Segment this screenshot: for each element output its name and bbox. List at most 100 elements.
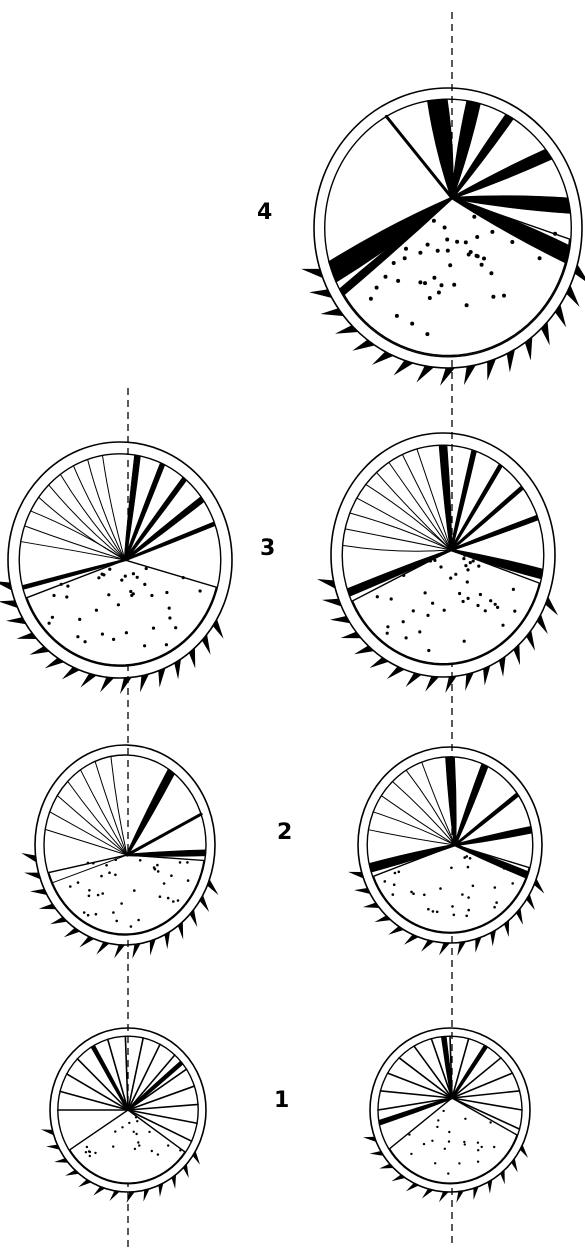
stipple-dot	[412, 609, 415, 612]
stipple-dot	[137, 1141, 139, 1143]
stipple-dot	[65, 595, 68, 598]
cleavage-band	[127, 1061, 183, 1111]
stipple-dot	[462, 557, 465, 560]
cleavage-furrow	[31, 511, 125, 560]
membrane-spike	[321, 308, 344, 316]
stipple-dot	[463, 640, 466, 643]
membrane-spike	[445, 676, 456, 693]
membrane-spike	[30, 889, 47, 895]
stipple-dot	[465, 303, 469, 307]
membrane-spike	[439, 943, 450, 956]
stipple-dot	[134, 1148, 136, 1150]
stipple-dot	[444, 1148, 446, 1150]
stipple-dot	[448, 263, 452, 267]
membrane-spike	[301, 269, 323, 278]
stipple-dot	[467, 597, 470, 600]
cleavage-furrow	[377, 472, 451, 550]
stipple-dot	[465, 915, 468, 918]
stipple-dot	[464, 1143, 466, 1145]
stipple-dot	[396, 279, 400, 283]
stipple-dot	[553, 232, 557, 236]
membrane-spike	[545, 597, 558, 616]
membrane-spike	[406, 673, 422, 687]
stipple-dot	[472, 559, 475, 562]
membrane-spike	[93, 1187, 105, 1196]
stipple-dot	[393, 883, 396, 886]
membrane-spike	[120, 677, 132, 694]
stipple-dot	[165, 591, 168, 594]
stipple-dot	[479, 593, 482, 596]
membrane-spike	[348, 872, 363, 879]
membrane-spike	[341, 632, 361, 638]
membrane-spike	[416, 366, 434, 383]
stipple-dot	[124, 575, 127, 578]
stipple-dot	[168, 616, 171, 619]
stipple-dot	[152, 627, 155, 630]
stipple-dot	[447, 1172, 449, 1174]
stipple-dot	[107, 593, 110, 596]
stipple-dot	[490, 230, 494, 234]
membrane-spike	[500, 1170, 504, 1184]
stipple-dot	[100, 875, 103, 878]
stipple-dot	[477, 565, 480, 568]
stipple-dot	[135, 1116, 137, 1118]
stipple-dot	[434, 1162, 436, 1164]
stipple-dot	[436, 911, 439, 914]
stipple-dot	[448, 1131, 450, 1133]
stipple-dot	[476, 604, 479, 607]
stipple-dot	[502, 294, 506, 298]
stipple-dot	[451, 905, 454, 908]
stipple-dot	[432, 276, 436, 280]
stipple-dot	[138, 1144, 140, 1146]
stipple-dot	[386, 632, 389, 635]
stipple-dot	[101, 892, 104, 895]
stipple-dot	[69, 885, 72, 888]
cleavage-furrow	[350, 513, 451, 550]
cleavage-furrow	[88, 459, 125, 560]
stipple-dot	[494, 603, 497, 606]
stipple-dot	[467, 896, 470, 899]
stipple-dot	[114, 1130, 116, 1132]
membrane-spike	[456, 1191, 464, 1203]
membrane-spike	[0, 600, 18, 608]
stage-label-3: 3	[260, 538, 275, 560]
stipple-dot	[424, 591, 427, 594]
stipple-dot	[60, 583, 63, 586]
stipple-dot	[412, 892, 415, 895]
stage1-left-section	[41, 1028, 206, 1203]
stage3-left-section-vegetal-region	[27, 560, 217, 665]
stage2-left-section-vegetal-region	[49, 855, 204, 934]
stipple-dot	[151, 1150, 153, 1152]
stage3-left-section	[0, 442, 232, 694]
stipple-dot	[426, 243, 430, 247]
stipple-dot	[392, 261, 396, 265]
membrane-spike	[114, 945, 125, 959]
cleavage-furrow	[392, 782, 455, 845]
stipple-dot	[137, 919, 140, 922]
membrane-spike	[487, 359, 496, 381]
stipple-dot	[418, 251, 422, 255]
stipple-dot	[476, 254, 480, 258]
stipple-dot	[136, 576, 139, 579]
membrane-spike	[425, 676, 439, 691]
membrane-spike	[526, 630, 535, 651]
stipple-dot	[120, 579, 123, 582]
stage3-right-section	[317, 433, 558, 693]
stipple-dot	[467, 866, 470, 869]
membrane-spike	[541, 322, 550, 346]
stipple-dot	[402, 620, 405, 623]
stipple-dot	[464, 564, 467, 567]
stipple-dot	[453, 914, 456, 917]
stipple-dot	[455, 240, 459, 244]
membrane-spike	[354, 646, 374, 655]
stipple-dot	[467, 909, 470, 912]
stipple-dot	[376, 595, 379, 598]
stipple-dot	[95, 913, 98, 916]
membrane-spike	[352, 340, 375, 351]
stipple-dot	[120, 902, 123, 905]
cleavage-furrow	[50, 812, 127, 855]
stipple-dot	[446, 249, 450, 253]
stipple-dot	[489, 271, 493, 275]
stipple-dot	[511, 882, 514, 885]
stipple-dot	[472, 885, 475, 888]
